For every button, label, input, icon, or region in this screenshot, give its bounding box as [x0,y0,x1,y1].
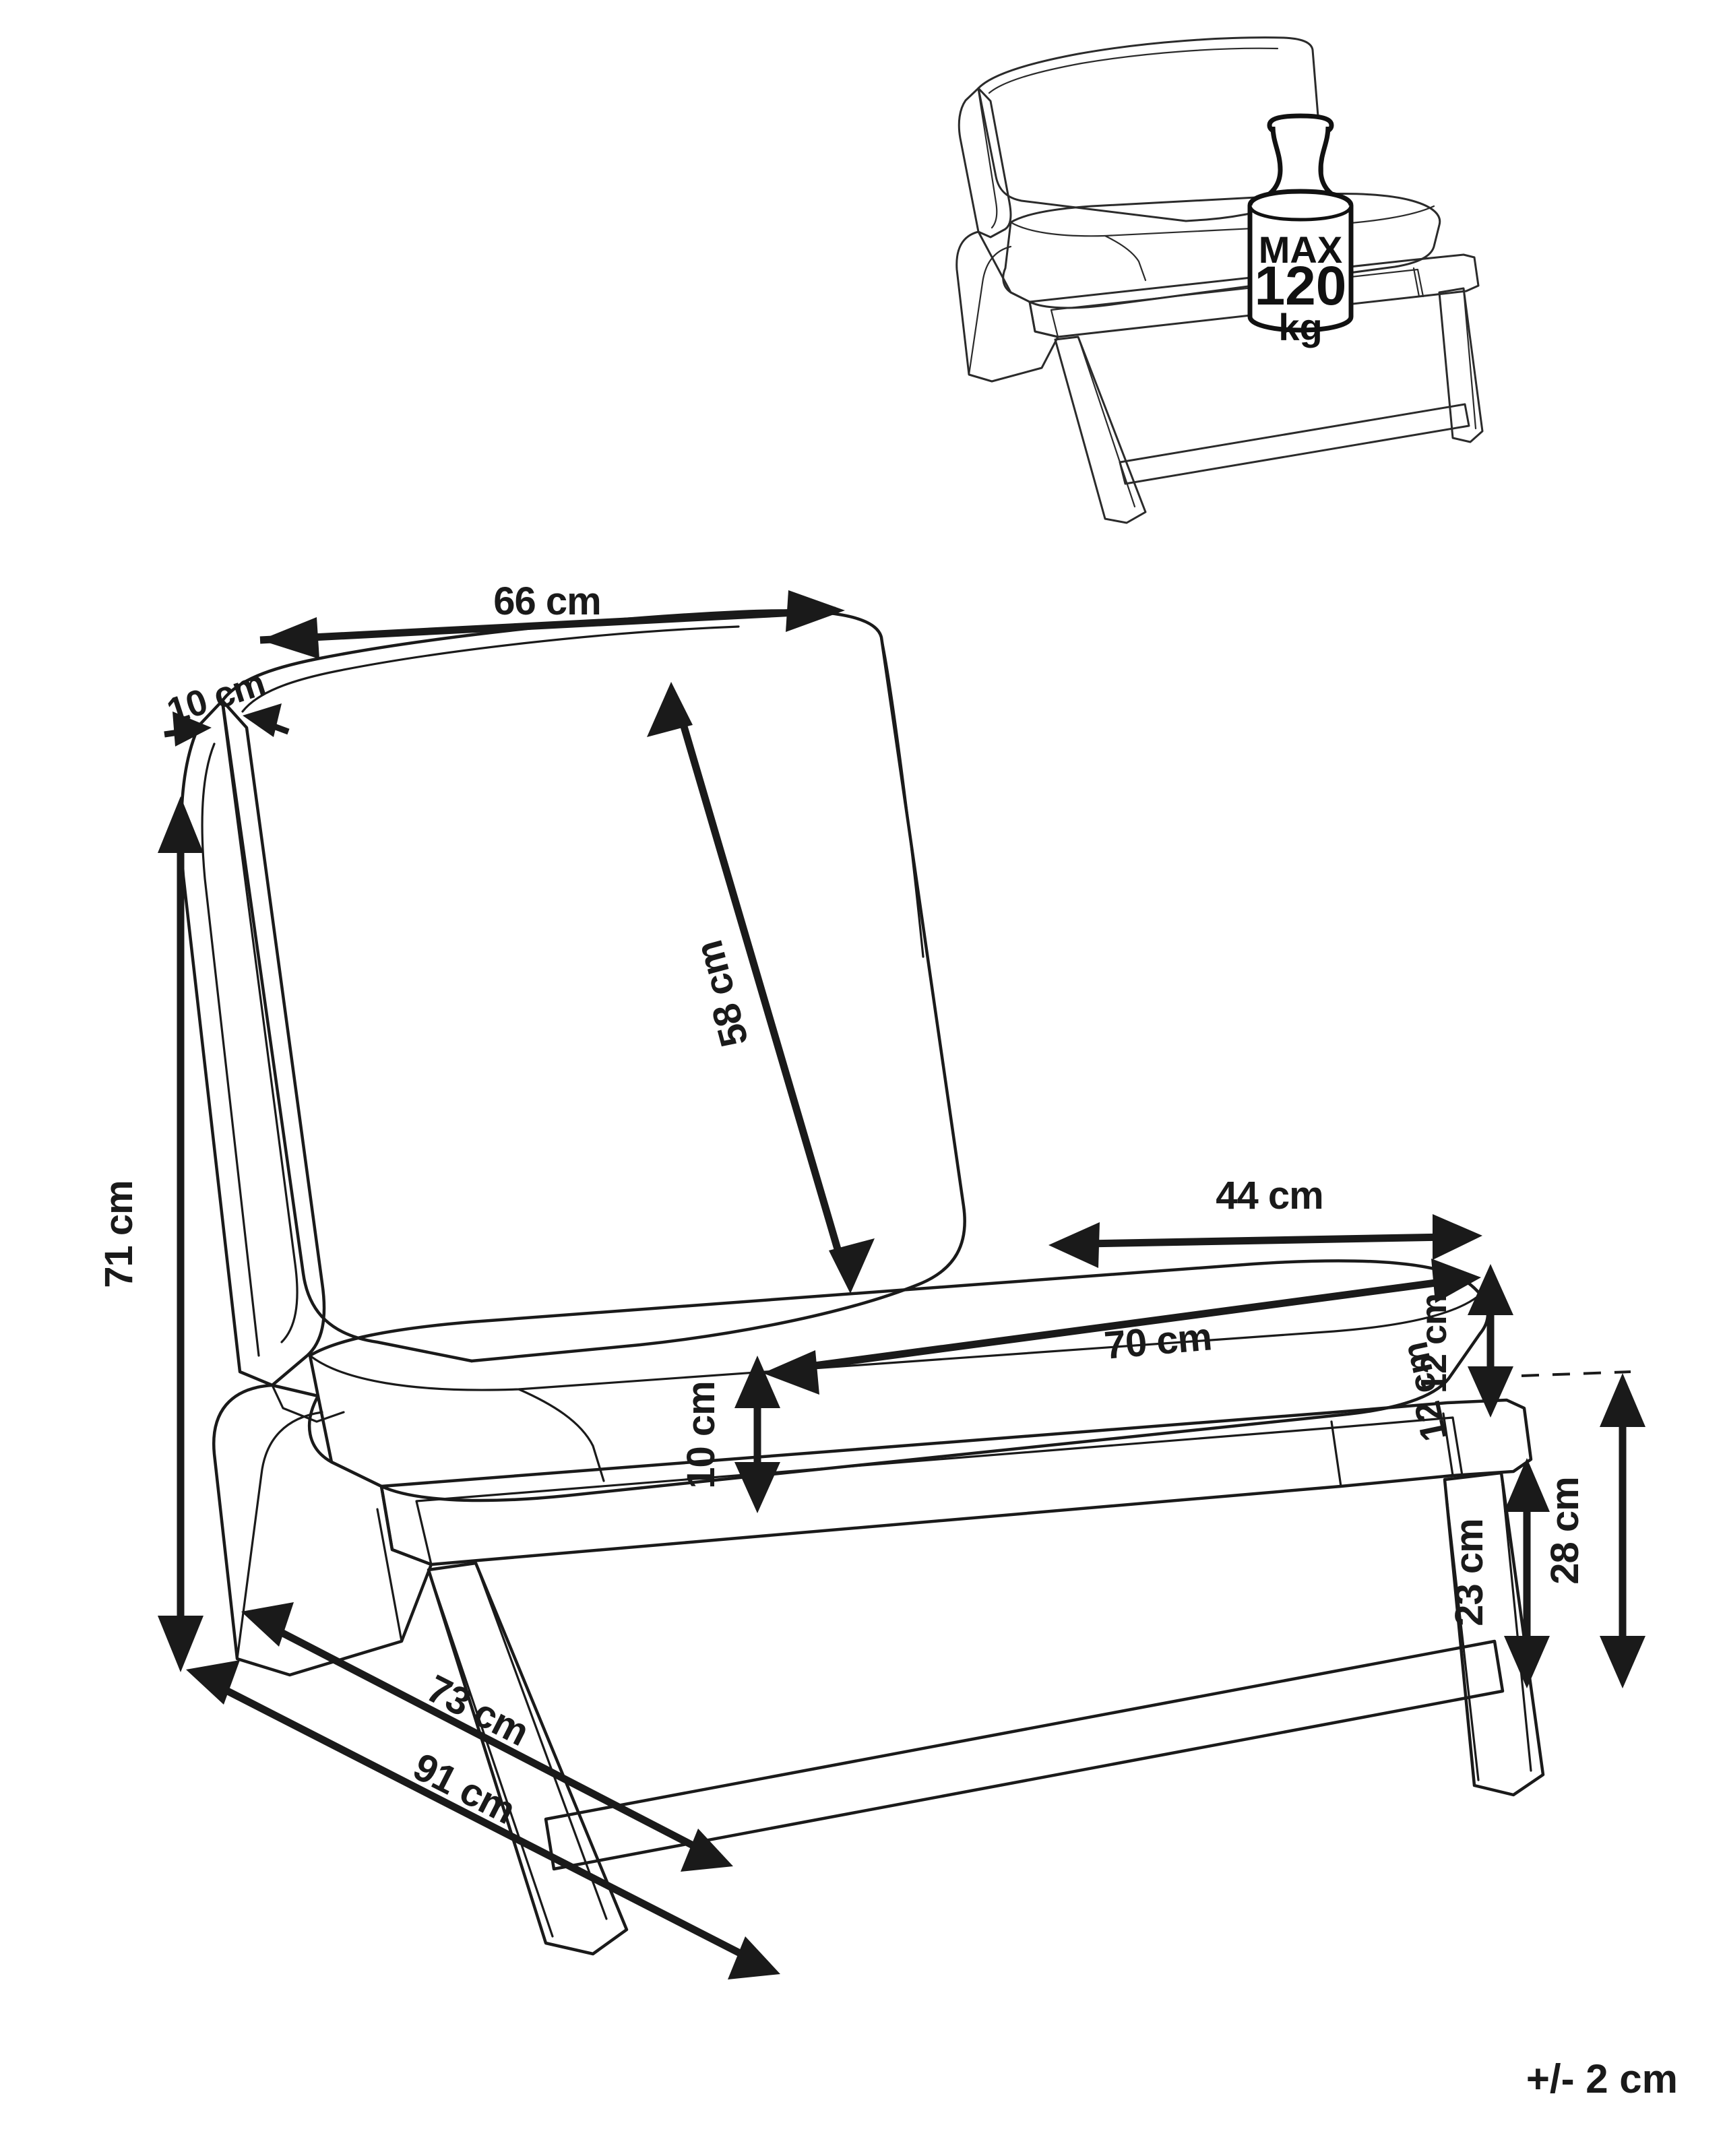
dimension-label-91cm: 91 cm [406,1744,522,1832]
dimension-backrest-width: 66 cm [259,579,845,659]
dimension-backrest-height: 58 cm [647,682,875,1294]
max-load-unit: kg [1278,306,1322,348]
dimension-label-58cm: 58 cm [687,937,757,1052]
dimension-rail-thickness: 12 cm 12 cm [1395,1264,1513,1445]
max-label: MAX [1259,228,1342,271]
dimension-label-10cm-seat: 10 cm [679,1381,723,1488]
dimension-seat-cushion-thickness: 10 cm [679,1356,780,1513]
max-load-value: 120 [1255,255,1347,317]
dimension-label-66cm: 66 cm [493,579,600,623]
dimension-seat-depth: 44 cm [1048,1174,1482,1268]
dimension-label-70cm: 70 cm [1102,1314,1214,1368]
dimension-frame-height: 28 cm [1543,1373,1645,1688]
dimension-label-23cm: 23 cm [1447,1519,1491,1626]
dimension-seat-width: 70 cm [763,1259,1481,1395]
dimension-label-28cm: 28 cm [1543,1477,1587,1584]
dimension-total-height: 71 cm [97,796,203,1672]
dimension-label-12cm-a: 12 cm [1414,1294,1454,1393]
inset-chair-illustration: MAX 120 kg [955,36,1484,524]
tolerance-note: +/- 2 cm [1526,2056,1678,2101]
dimension-label-71cm: 71 cm [97,1180,141,1288]
dimension-annotations: 66 cm 10 cm 71 cm 58 [97,579,1645,1979]
dimension-label-44cm: 44 cm [1216,1174,1323,1217]
main-chair-illustration [179,609,1545,1956]
dimension-seat-height: 23 cm [1447,1458,1550,1688]
extension-dash-line [1521,1370,1631,1377]
